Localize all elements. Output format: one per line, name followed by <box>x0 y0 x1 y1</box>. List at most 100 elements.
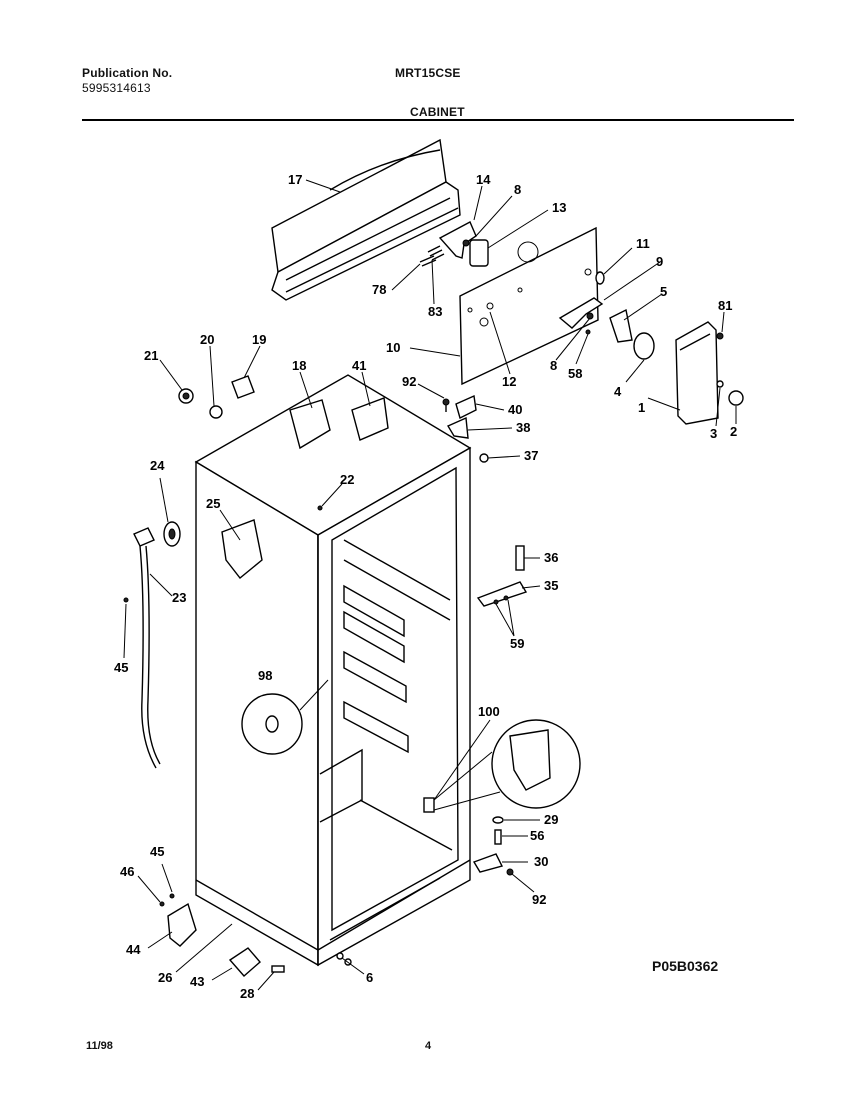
hinge-35 <box>476 581 528 607</box>
callout-100: 100 <box>478 704 500 719</box>
screw-28 <box>271 965 285 973</box>
callout-36: 36 <box>544 550 558 565</box>
screw-81 <box>716 332 724 340</box>
callout-12: 12 <box>502 374 516 389</box>
callout-38: 38 <box>516 420 530 435</box>
callout-13: 13 <box>552 200 566 215</box>
callout-25: 25 <box>206 496 220 511</box>
page-number: 4 <box>425 1040 432 1052</box>
header-rule <box>82 119 794 121</box>
screw-8 <box>462 239 470 247</box>
callout-29: 29 <box>544 812 558 827</box>
drain-tube-23 <box>133 527 155 547</box>
publication-label: Publication No. <box>82 66 173 80</box>
callout-26: 26 <box>158 970 172 985</box>
callout-37: 37 <box>524 448 538 463</box>
detail-100 <box>491 719 581 809</box>
callout-98: 98 <box>258 668 272 683</box>
nut-20 <box>209 405 223 419</box>
callout-23: 23 <box>172 590 186 605</box>
panel-25 <box>221 519 263 579</box>
callout-20: 20 <box>200 332 214 347</box>
callout-83: 83 <box>428 304 442 319</box>
callout-4: 4 <box>614 384 622 399</box>
nut-3 <box>716 380 724 388</box>
callout-35: 35 <box>544 578 558 593</box>
figure-code: P05B0362 <box>652 958 719 974</box>
callout-9: 9 <box>656 254 663 269</box>
callout-40: 40 <box>508 402 522 417</box>
callout-2: 2 <box>730 424 737 439</box>
screw-59 <box>493 599 499 605</box>
callout-14: 14 <box>476 172 491 187</box>
screw-22 <box>317 505 323 511</box>
cap-19 <box>231 375 255 399</box>
callout-58: 58 <box>568 366 582 381</box>
bumper-37 <box>479 453 489 463</box>
screw-58 <box>585 329 591 335</box>
callout-19: 19 <box>252 332 266 347</box>
screw-45 <box>123 597 129 603</box>
bracket-40 <box>455 394 477 420</box>
control-housing-1 <box>675 321 719 425</box>
callout-30: 30 <box>534 854 548 869</box>
bracket-44 <box>167 902 197 947</box>
callout-44: 44 <box>126 942 141 957</box>
callout-78: 78 <box>372 282 386 297</box>
footer-date: 11/98 <box>86 1040 113 1052</box>
screw-78 <box>419 255 437 267</box>
screw-6 <box>336 952 344 960</box>
callout-6: 6 <box>366 970 373 985</box>
callout-3: 3 <box>710 426 717 441</box>
callout-18: 18 <box>292 358 306 373</box>
damper-control-9 <box>558 297 604 329</box>
callout-8b: 8 <box>550 358 557 373</box>
bolt-56 <box>494 829 502 845</box>
screw-46 <box>159 901 165 907</box>
callout-45: 45 <box>114 660 128 675</box>
callout-28: 28 <box>240 986 254 1001</box>
hinge-30 <box>472 853 504 873</box>
callout-8: 8 <box>514 182 521 197</box>
callout-81: 81 <box>718 298 732 313</box>
callout-5: 5 <box>660 284 667 299</box>
callout-41: 41 <box>352 358 366 373</box>
callout-46: 46 <box>120 864 134 879</box>
callout-45b: 45 <box>150 844 164 859</box>
control-plate-10 <box>459 226 599 386</box>
hinge-38 <box>446 416 469 439</box>
callout-24: 24 <box>150 458 165 473</box>
spring-83 <box>427 245 445 261</box>
callout-43: 43 <box>190 974 204 989</box>
knob-4 <box>633 332 655 360</box>
callout-92b: 92 <box>532 892 546 907</box>
callout-56: 56 <box>530 828 544 843</box>
callout-17: 17 <box>288 172 302 187</box>
model-number: MRT15CSE <box>395 66 461 80</box>
washer-29 <box>492 816 504 824</box>
section-title: CABINET <box>410 105 465 119</box>
callout-10: 10 <box>386 340 400 355</box>
panel-18 <box>289 399 331 450</box>
callout-59: 59 <box>510 636 524 651</box>
cabinet-shell <box>194 374 472 967</box>
screw-92 <box>442 398 450 406</box>
leveler-43 <box>228 947 261 977</box>
panel-41 <box>351 397 389 441</box>
screw-92b <box>506 868 514 876</box>
callout-11: 11 <box>636 236 650 251</box>
top-panel-17 <box>271 138 461 301</box>
thermostat-13 <box>469 239 489 267</box>
plug-11 <box>595 271 605 285</box>
callout-21: 21 <box>144 348 158 363</box>
switch-100 <box>423 797 435 813</box>
callout-22: 22 <box>340 472 354 487</box>
screw-8b <box>586 312 594 320</box>
pin-36 <box>515 545 525 571</box>
screw-45b <box>169 893 175 899</box>
knob-2 <box>728 390 744 406</box>
callout-92: 92 <box>402 374 416 389</box>
callout-1: 1 <box>638 400 645 415</box>
fan-blade-5 <box>609 308 633 343</box>
